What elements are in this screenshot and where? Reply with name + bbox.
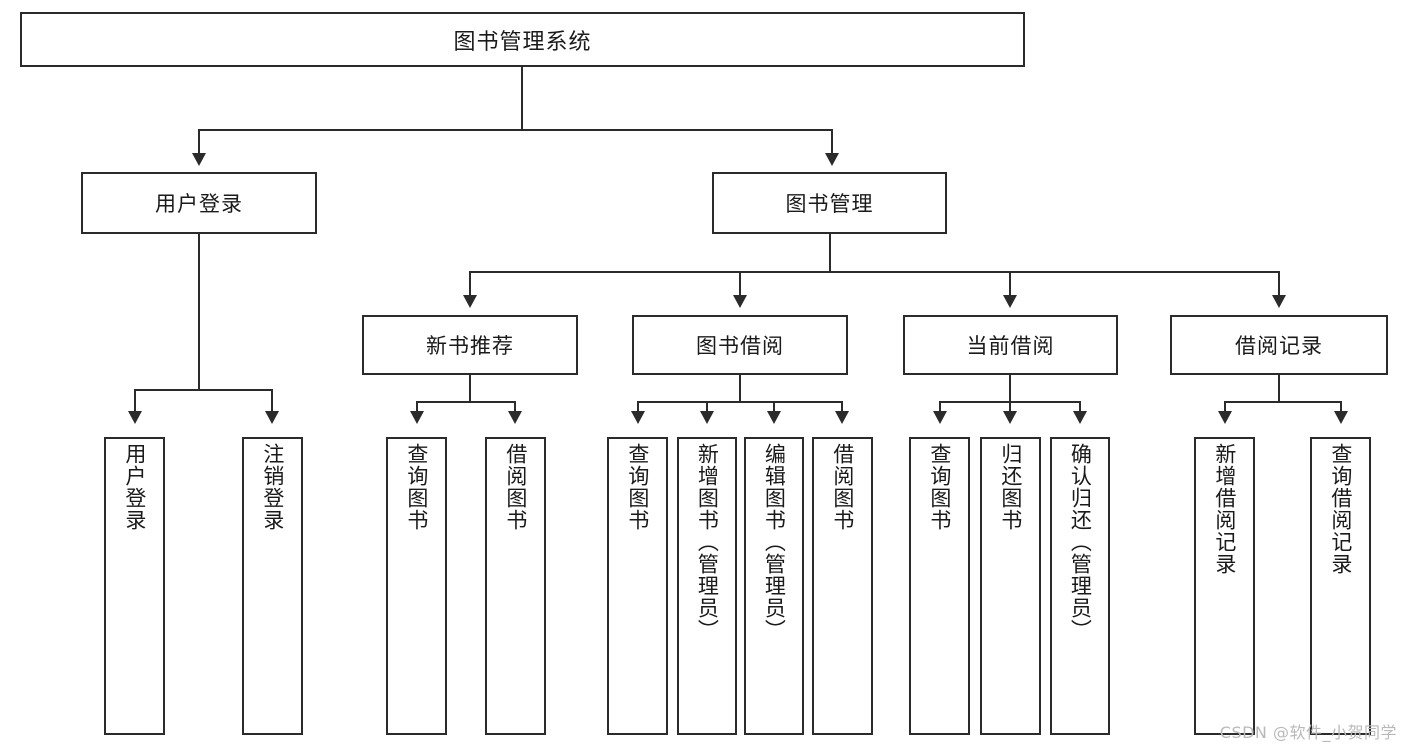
node-root-system[interactable]: 图书管理系统 xyxy=(20,12,1025,67)
arrow-down-icon xyxy=(825,153,839,166)
leaf-edit-book-admin[interactable]: 编辑图书（管理员） xyxy=(744,437,804,735)
node-label: 新增图书（管理员） xyxy=(695,443,720,641)
node-user-login[interactable]: 用户登录 xyxy=(81,172,317,234)
leaf-query-book-borrow[interactable]: 查询图书 xyxy=(607,437,668,735)
node-label: 查询图书 xyxy=(625,443,650,531)
connector-bm-to-borrow-record xyxy=(1278,271,1280,297)
arrow-down-icon xyxy=(1218,411,1232,424)
connector-book-management-stem xyxy=(829,234,831,273)
arrow-down-icon xyxy=(410,411,424,424)
node-label: 借阅图书 xyxy=(830,443,855,531)
connector-current-borrow-stem xyxy=(1009,375,1011,403)
leaf-borrow-book-new[interactable]: 借阅图书 xyxy=(485,437,546,735)
arrow-down-icon xyxy=(631,411,645,424)
arrow-down-icon xyxy=(265,411,279,424)
arrow-down-icon xyxy=(1272,295,1286,308)
connector-root-stem xyxy=(521,67,523,130)
node-book-management[interactable]: 图书管理 xyxy=(712,172,947,234)
node-current-borrow[interactable]: 当前借阅 xyxy=(903,315,1118,375)
connector-bm-to-book-borrow xyxy=(739,271,741,297)
connector-bm-to-new-book xyxy=(469,271,471,297)
arrow-down-icon xyxy=(1334,411,1348,424)
node-label: 借阅记录 xyxy=(1235,334,1323,358)
arrow-down-icon xyxy=(700,411,714,424)
connector-borrow-record-bus xyxy=(1224,401,1341,403)
connector-new-book-stem xyxy=(469,375,471,403)
node-label: 图书管理 xyxy=(785,192,874,216)
connector-book-borrow-branch xyxy=(773,401,775,413)
connector-book-borrow-stem xyxy=(739,375,741,403)
leaf-query-borrow-record[interactable]: 查询借阅记录 xyxy=(1310,437,1371,735)
connector-current-borrow-branch xyxy=(939,401,941,413)
connector-book-management-bus xyxy=(469,271,1280,273)
connector-book-borrow-branch xyxy=(841,401,843,413)
node-label: 用户登录 xyxy=(122,443,147,531)
arrow-down-icon xyxy=(128,411,142,424)
connector-new-book-branch xyxy=(416,401,418,413)
node-new-book-recommend[interactable]: 新书推荐 xyxy=(362,315,578,375)
connector-current-borrow-branch xyxy=(1009,401,1011,413)
leaf-confirm-return-admin[interactable]: 确认归还（管理员） xyxy=(1050,437,1110,735)
csdn-watermark: CSDN @软件_小贺同学 xyxy=(1219,723,1397,742)
node-label: 当前借阅 xyxy=(966,334,1055,358)
node-label: 查询图书 xyxy=(927,443,952,531)
leaf-logout[interactable]: 注销登录 xyxy=(242,437,303,735)
arrow-down-icon xyxy=(192,153,206,166)
node-label: 图书借阅 xyxy=(696,334,784,358)
arrow-down-icon xyxy=(1003,411,1017,424)
connector-bm-to-current-borrow xyxy=(1009,271,1011,297)
connector-new-book-branch xyxy=(514,401,516,413)
arrow-down-icon xyxy=(1003,295,1017,308)
node-label: 查询图书 xyxy=(404,443,429,531)
connector-user-login-bus xyxy=(134,389,272,391)
node-label: 归还图书 xyxy=(998,443,1023,531)
connector-borrow-record-branch xyxy=(1340,401,1342,413)
node-book-borrow[interactable]: 图书借阅 xyxy=(632,315,848,375)
node-label: 新增借阅记录 xyxy=(1212,443,1237,575)
node-label: 注销登录 xyxy=(260,443,285,531)
leaf-add-book-admin[interactable]: 新增图书（管理员） xyxy=(677,437,737,735)
leaf-user-login[interactable]: 用户登录 xyxy=(104,437,165,735)
connector-current-borrow-branch xyxy=(1079,401,1081,413)
arrow-down-icon xyxy=(508,411,522,424)
arrow-down-icon xyxy=(463,295,477,308)
connector-root-bus xyxy=(198,129,832,131)
connector-user-login-branch xyxy=(271,389,273,413)
connector-user-login-branch xyxy=(134,389,136,413)
connector-root-to-book-management xyxy=(831,129,833,155)
arrow-down-icon xyxy=(1073,411,1087,424)
node-label: 用户登录 xyxy=(155,192,243,216)
connector-book-borrow-bus xyxy=(637,401,843,403)
node-borrow-record[interactable]: 借阅记录 xyxy=(1170,315,1388,375)
leaf-return-book[interactable]: 归还图书 xyxy=(980,437,1041,735)
connector-borrow-record-stem xyxy=(1278,375,1280,403)
leaf-add-borrow-record[interactable]: 新增借阅记录 xyxy=(1194,437,1255,735)
node-label: 编辑图书（管理员） xyxy=(762,443,787,641)
connector-new-book-bus xyxy=(416,401,516,403)
node-label: 新书推荐 xyxy=(426,334,514,358)
arrow-down-icon xyxy=(835,411,849,424)
connector-book-borrow-branch xyxy=(637,401,639,413)
leaf-query-book-current[interactable]: 查询图书 xyxy=(909,437,970,735)
node-label: 图书管理系统 xyxy=(453,29,592,55)
arrow-down-icon xyxy=(733,295,747,308)
arrow-down-icon xyxy=(933,411,947,424)
node-label: 查询借阅记录 xyxy=(1328,443,1353,575)
connector-borrow-record-branch xyxy=(1224,401,1226,413)
node-label: 确认归还（管理员） xyxy=(1068,443,1093,641)
arrow-down-icon xyxy=(767,411,781,424)
connector-user-login-stem xyxy=(198,234,200,391)
leaf-borrow-book[interactable]: 借阅图书 xyxy=(812,437,873,735)
connector-book-borrow-branch xyxy=(706,401,708,413)
node-label: 借阅图书 xyxy=(503,443,528,531)
leaf-query-book-new[interactable]: 查询图书 xyxy=(386,437,447,735)
connector-root-to-user-login xyxy=(198,129,200,155)
